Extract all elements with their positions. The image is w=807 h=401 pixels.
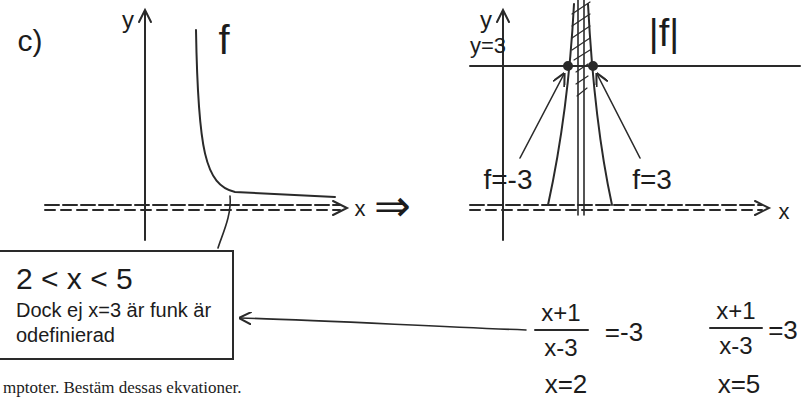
equation-part: x+1	[541, 300, 580, 326]
leader-line	[218, 196, 230, 248]
axis-arrow	[497, 10, 509, 22]
function-curve	[548, 4, 574, 205]
axis-label: x	[355, 197, 366, 221]
equation-part: x+1	[716, 298, 755, 324]
x-axis	[470, 204, 762, 206]
asymptote	[583, 0, 585, 215]
asymptote	[577, 0, 579, 215]
task-text: mptoter. Bestäm dessas ekvationer.	[3, 379, 241, 398]
intersection-dot	[564, 62, 572, 70]
axis-arrow	[139, 10, 151, 22]
axis-label: y	[122, 7, 134, 33]
pointer-arrow	[240, 318, 526, 330]
value-label: f=-3	[483, 165, 532, 196]
axis-label: x	[779, 200, 790, 224]
function-curve	[588, 4, 612, 205]
note-text: Dock ej x=3 är funk är odefinierad	[16, 298, 224, 348]
note-box: 2 < x < 5Dock ej x=3 är funk är odefinie…	[0, 250, 234, 360]
axis-label: y	[480, 7, 492, 33]
function-curve	[196, 30, 335, 197]
hatching	[572, 2, 590, 96]
fraction-bar	[535, 329, 588, 331]
condition-text: 2 < x < 5	[16, 260, 224, 298]
part-letter: c)	[18, 24, 43, 57]
pointer-arrow	[597, 74, 640, 158]
solution: x=5	[718, 370, 761, 399]
fraction-bar	[710, 327, 762, 329]
implies-sign: ⇒	[374, 182, 411, 230]
solution: x=2	[545, 370, 588, 399]
axis-arrow	[333, 201, 347, 215]
intersection-dot	[589, 62, 597, 70]
horizontal-line	[470, 65, 800, 67]
function-name: |f|	[649, 13, 679, 55]
equation-part: x-3	[544, 335, 577, 361]
line-label: y=3	[470, 34, 506, 58]
equation-part: =3	[768, 316, 798, 345]
equation-part: =-3	[605, 318, 643, 347]
x-axis	[45, 204, 340, 206]
equation-part: x-3	[719, 333, 752, 359]
axis-arrow	[755, 201, 769, 215]
function-name: f	[218, 18, 229, 62]
x-axis	[45, 209, 340, 211]
pointer-arrow	[520, 74, 564, 158]
x-axis	[470, 209, 762, 211]
value-label: f=3	[632, 165, 672, 196]
